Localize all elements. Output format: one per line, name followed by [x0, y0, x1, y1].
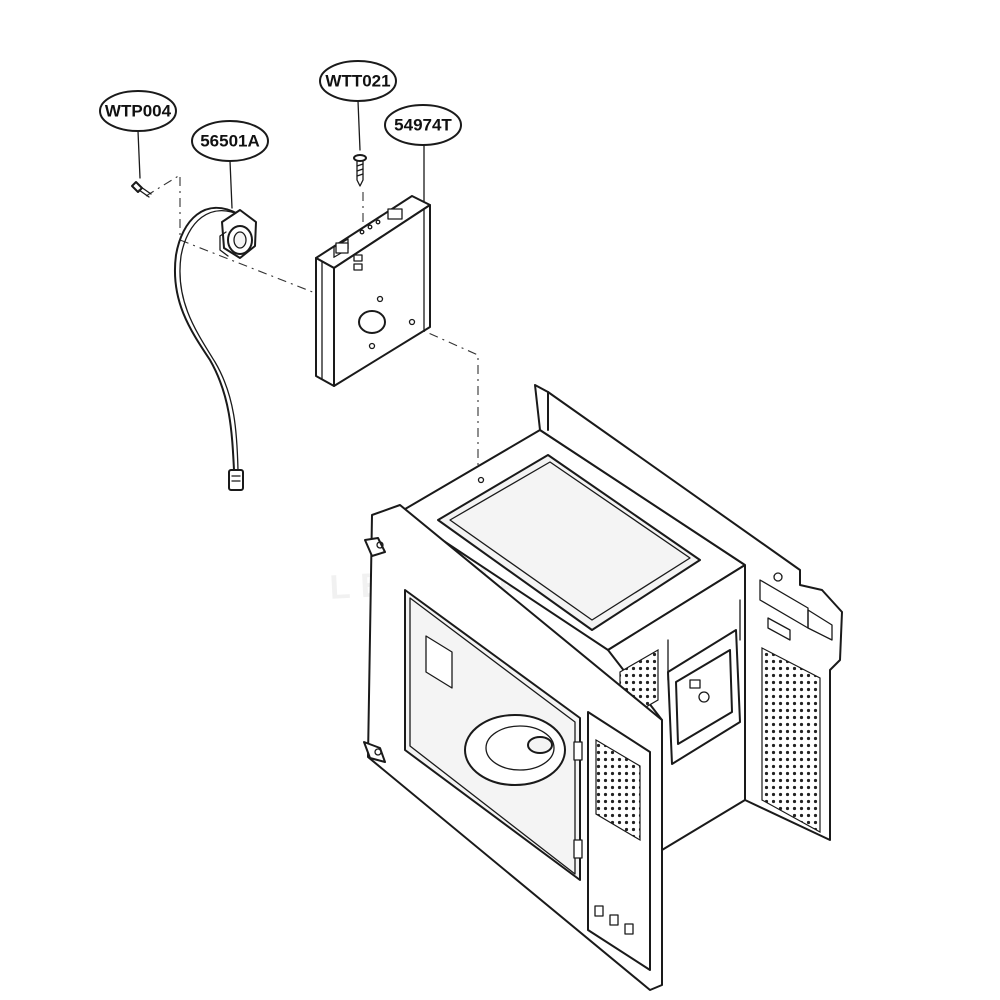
- callout-wtt021[interactable]: WTT021: [319, 60, 397, 102]
- callout-wtp004[interactable]: WTP004: [99, 90, 177, 132]
- callout-label: 54974T: [394, 116, 452, 135]
- callout-label: WTP004: [105, 102, 172, 121]
- callout-56501a[interactable]: 56501A: [191, 120, 269, 162]
- leader-line: [229, 160, 233, 209]
- screw-wtt021[interactable]: [353, 154, 367, 187]
- callout-label: 56501A: [200, 132, 260, 151]
- leader-line: [357, 100, 361, 151]
- leader-line: [137, 130, 141, 179]
- wire-assembly-56501a[interactable]: [173, 207, 257, 491]
- bracket-54974t[interactable]: [315, 195, 431, 387]
- callout-label: WTT021: [325, 72, 390, 91]
- callout-54974t[interactable]: 54974T: [384, 104, 462, 146]
- microwave-cabinet[interactable]: [363, 384, 843, 991]
- screw-wtp004[interactable]: [131, 181, 152, 198]
